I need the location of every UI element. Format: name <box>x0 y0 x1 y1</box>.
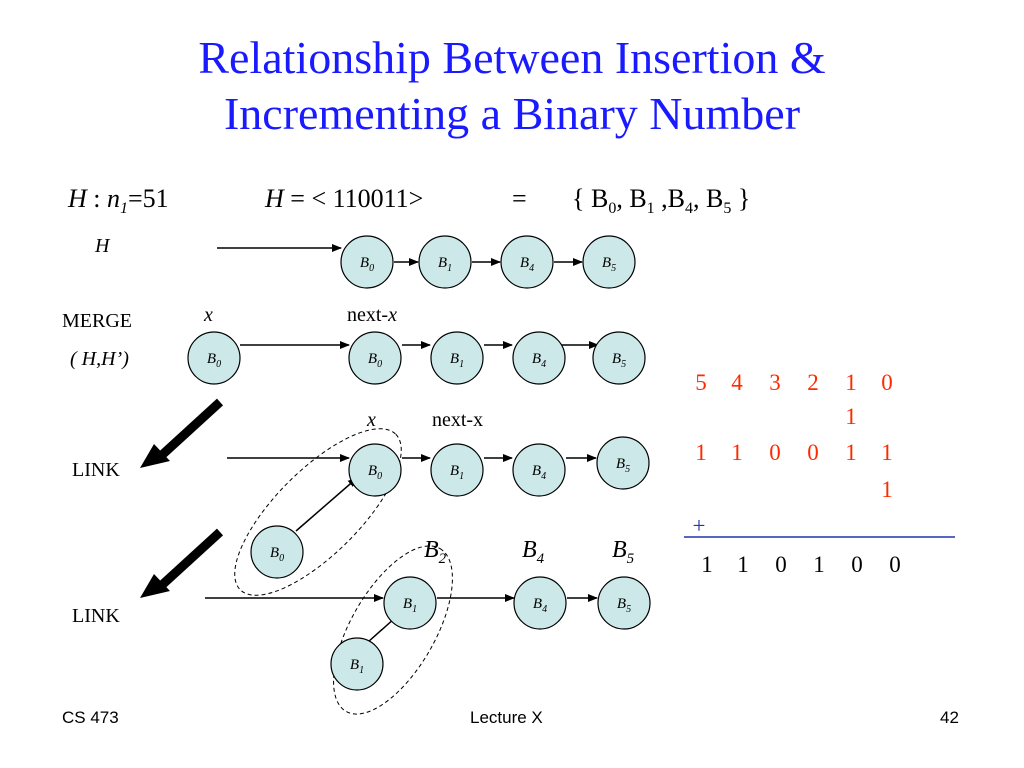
row2-node: B0 <box>348 331 402 385</box>
row3-node: B5 <box>596 436 650 490</box>
carry-bit: 1 <box>845 404 857 429</box>
row1-node: B1 <box>418 235 472 289</box>
row2-node: B4 <box>512 331 566 385</box>
row3-child-edge <box>295 477 358 532</box>
result-bit: 0 <box>889 552 901 577</box>
row2-next-x-label: next-x <box>347 304 397 326</box>
result-bit: 0 <box>775 552 787 577</box>
row1-h-label: H <box>94 235 111 257</box>
row4-node: B4 <box>513 576 567 630</box>
row3-node: B0 <box>348 443 402 497</box>
title-line-1: Relationship Between Insertion & <box>198 32 826 83</box>
row3-node: B4 <box>512 443 566 497</box>
bit-position: 2 <box>807 370 819 395</box>
row3-node: B0 <box>250 525 304 579</box>
row3-merged-tree-outline <box>234 428 402 596</box>
number-bit: 1 <box>731 440 743 465</box>
row4-b4-label: B4 <box>522 537 545 567</box>
row2-node: B0 <box>187 331 241 385</box>
row1-node: B4 <box>500 235 554 289</box>
row4-merged-tree-outline <box>333 545 453 715</box>
result-bit: 1 <box>737 552 749 577</box>
link-label-1: LINK <box>72 459 120 481</box>
number-bit: 1 <box>881 440 893 465</box>
bit-position: 4 <box>731 370 743 395</box>
result-bit: 1 <box>813 552 825 577</box>
number-bit: 1 <box>845 440 857 465</box>
title-line-2: Incrementing a Binary Number <box>223 88 801 139</box>
bit-position: 0 <box>881 370 893 395</box>
bit-position: 3 <box>769 370 781 395</box>
row4-node: B5 <box>597 576 651 630</box>
row4-b5-label: B5 <box>612 537 635 567</box>
row4-node: B1 <box>330 637 384 691</box>
row3-x-label: x <box>366 409 376 431</box>
number-bit: 1 <box>695 440 707 465</box>
link-arrow-2 <box>140 528 224 598</box>
number-bit: 0 <box>769 440 781 465</box>
footer-lecture: Lecture X <box>470 708 543 727</box>
row1-node: B0 <box>340 235 394 289</box>
row2-node: B1 <box>430 331 484 385</box>
row3-next-x-label: next-x <box>432 409 483 431</box>
addend-bit: 1 <box>881 477 893 502</box>
merge-label: MERGE <box>62 310 132 332</box>
row2-node: B5 <box>592 331 646 385</box>
row4-b2-label: B2 <box>424 537 447 567</box>
row2-x-label: x <box>203 304 213 326</box>
link-label-2: LINK <box>72 605 120 627</box>
row3-node: B1 <box>430 443 484 497</box>
row1-node: B5 <box>582 235 636 289</box>
result-bit: 0 <box>851 552 863 577</box>
footer-page-number: 42 <box>940 708 959 727</box>
slide-title: Relationship Between Insertion & Increme… <box>0 30 1024 142</box>
merge-args: ( H,H’) <box>70 348 129 370</box>
result-bit: 1 <box>701 552 713 577</box>
number-bit: 0 <box>807 440 819 465</box>
link-arrow-1 <box>140 398 224 468</box>
plus-sign: + <box>693 513 706 538</box>
binary-addition: 5 4 3 2 1 0 1 1 1 0 0 1 1 1 + 1 1 0 1 0 … <box>684 370 955 577</box>
bit-position: 1 <box>845 370 857 395</box>
row4-node: B1 <box>383 576 437 630</box>
row4-child-edge <box>367 617 396 643</box>
bit-position: 5 <box>695 370 707 395</box>
footer-course: CS 473 <box>62 708 119 727</box>
equation-line: H : n1=51 H = < 110011> = { B0, B1 ,B4, … <box>67 184 750 217</box>
